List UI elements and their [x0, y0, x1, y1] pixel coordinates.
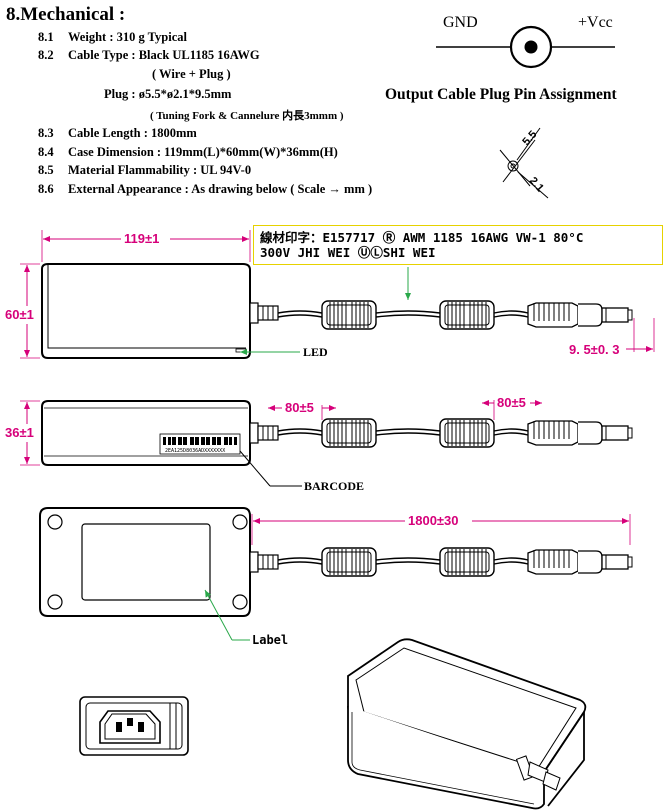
dim-ferrite-2: 80±5 [497, 395, 526, 410]
bottom-view [39, 507, 633, 617]
dim-height: 36±1 [5, 425, 34, 440]
spec-text: External Appearance : As drawing below (… [68, 182, 373, 196]
cable-marking-line2: 300V JHI WEI ⓊⓁSHI WEI [260, 245, 436, 260]
barcode-graphic [163, 437, 237, 445]
plug-pin-symbol [436, 25, 615, 69]
side-view: 2EA125D8036ADXXXXXXX [41, 400, 633, 466]
dim-inner-diameter: 2.1 [527, 175, 546, 194]
spec-text: Material Flammability : UL 94V-0 [68, 163, 252, 177]
dim-length: 119±1 [124, 231, 160, 246]
barcode-text: 2EA125D8036ADXXXXXXX [165, 448, 225, 454]
dim-outer-diameter: 5.5 [520, 129, 539, 148]
spec-text: Cable Length : 1800mm [68, 126, 197, 140]
spec-number: 8.4 [38, 145, 54, 159]
barcode-callout: BARCODE [304, 479, 365, 493]
plug-pin-title: Output Cable Plug Pin Assignment [385, 86, 617, 103]
cable-marking-line1: 線材印字：E157717 Ⓡ AWM 1185 16AWG VW-1 80°C [260, 230, 584, 245]
dim-ferrite-1: 80±5 [285, 400, 314, 415]
spec-text: ( Tuning Fork & Cannelure 内長3mmm ) [150, 110, 344, 122]
plug-diameter-diagram: 5.5 2.1 [499, 127, 549, 199]
dim-plug-length: 9. 5±0. 3 [569, 342, 620, 357]
spec-text: Cable Type : Black UL1185 16AWG [68, 48, 260, 62]
spec-number: 8.3 [38, 126, 54, 140]
spec-text: Weight : 310 g Typical [68, 30, 187, 44]
spec-text: Case Dimension : 119mm(L)*60mm(W)*36mm(H… [68, 145, 338, 159]
perspective-view [347, 638, 587, 810]
top-view [41, 263, 633, 359]
dim-cable-length: 1800±30 [408, 513, 459, 528]
spec-number: 8.2 [38, 48, 54, 62]
label-callout: Label [252, 633, 289, 647]
spec-number: 8.6 [38, 182, 54, 196]
vcc-label: +Vcc [578, 14, 613, 31]
gnd-label: GND [443, 14, 478, 31]
led-callout: LED [303, 345, 328, 359]
dim-width: 60±1 [5, 307, 34, 322]
section-title: 8.Mechanical : [6, 4, 126, 25]
inlet-view [79, 696, 189, 756]
spec-number: 8.1 [38, 30, 54, 44]
cable-marking-box: 線材印字：E157717 Ⓡ AWM 1185 16AWG VW-1 80°C … [253, 225, 663, 265]
spec-text: ( Wire + Plug ) [152, 67, 231, 81]
spec-text: Plug : ø5.5*ø2.1*9.5mm [104, 87, 232, 101]
spec-number: 8.5 [38, 163, 54, 177]
